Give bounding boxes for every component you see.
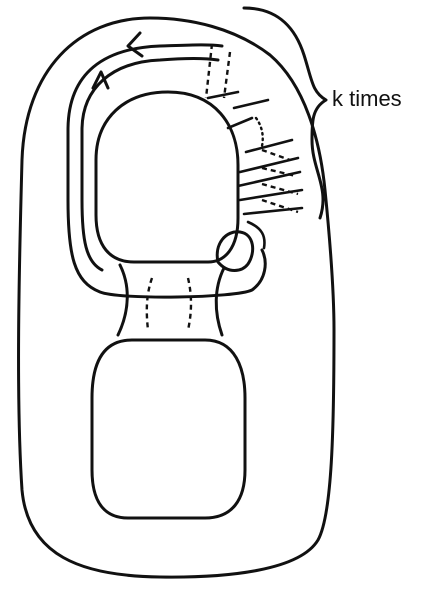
band-hidden-1 (206, 44, 212, 98)
band-hidden-4 (262, 168, 296, 176)
arrow-left-icon (128, 33, 142, 56)
band-lower-strand (248, 222, 264, 248)
curve-outer-strand (68, 45, 265, 297)
tube-hidden-right (188, 278, 191, 330)
band-ellipsis (256, 118, 263, 146)
k-times-label: k times (332, 86, 402, 111)
band-hidden-2 (224, 52, 230, 98)
band-hidden-3 (262, 150, 290, 160)
tube-right-edge (216, 268, 224, 335)
band-strand-2 (234, 100, 268, 108)
upper-hole (96, 92, 238, 262)
tube-hidden-left (147, 278, 152, 330)
arrow-up-icon (93, 72, 108, 88)
band-strand-8 (244, 208, 302, 214)
band-strand-3 (228, 118, 252, 128)
band-strand-4 (246, 140, 292, 152)
tube-left-edge (118, 265, 127, 335)
lower-hole (92, 340, 245, 518)
curve-inner-strand (82, 59, 218, 271)
brace (244, 8, 326, 218)
